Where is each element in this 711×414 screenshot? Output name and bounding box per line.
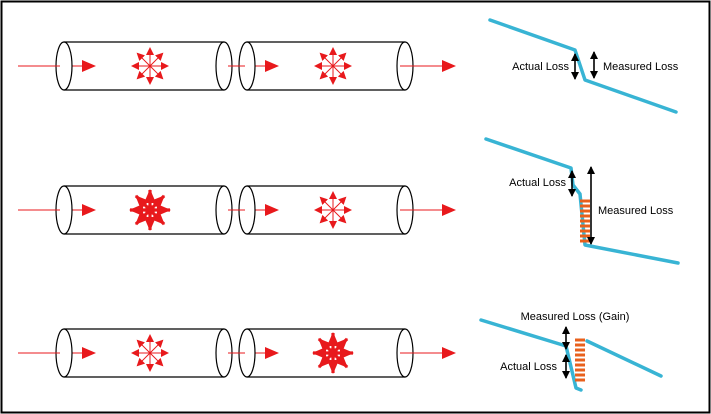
scatter-arrow — [136, 52, 151, 67]
scatter-arrow — [136, 65, 151, 80]
trace-row-3 — [479, 318, 583, 392]
scatter-arrow — [149, 339, 164, 354]
scatter-arrow — [332, 196, 347, 211]
actual-loss-label-3: Actual Loss — [500, 361, 557, 373]
fiber-left — [55, 185, 233, 235]
reflective-band-row-3 — [575, 338, 585, 382]
trace-row-1 — [488, 18, 678, 114]
scatter-arrow — [319, 196, 334, 211]
actual-loss-label-1: Actual Loss — [512, 61, 569, 73]
scatter-core — [328, 348, 338, 358]
scatter-arrow — [332, 209, 347, 224]
scatter-burst-high — [129, 189, 171, 231]
fiber-left — [55, 41, 233, 91]
measured-loss-label-1: Measured Loss — [603, 61, 679, 73]
scatter-burst-normal — [131, 47, 169, 85]
reflective-band-row-2 — [580, 199, 590, 243]
fiber-rows — [18, 41, 456, 378]
actual-loss-label-2: Actual Loss — [509, 177, 566, 189]
fiber-row-1 — [18, 41, 456, 91]
scatter-arrow — [332, 52, 347, 67]
trace-row-3-gain — [585, 339, 663, 378]
scatter-arrow — [319, 209, 334, 224]
scatter-burst-normal — [131, 334, 169, 372]
trace-row-2 — [484, 137, 680, 265]
scatter-arrow — [149, 352, 164, 367]
scatter-arrow — [136, 339, 151, 354]
scatter-burst-normal — [314, 191, 352, 229]
fiber-row-2 — [18, 185, 456, 235]
fiber-row-3 — [18, 328, 456, 378]
scatter-arrow — [149, 65, 164, 80]
fiber-left — [55, 328, 233, 378]
scatter-arrow — [332, 65, 347, 80]
measured-loss-label-2: Measured Loss — [598, 205, 674, 217]
scatter-core — [145, 205, 155, 215]
measured-loss-gain-label-3: Measured Loss (Gain) — [521, 311, 630, 323]
scatter-arrow — [319, 65, 334, 80]
scatter-arrow — [319, 52, 334, 67]
scatter-arrow — [136, 352, 151, 367]
scatter-burst-high — [312, 332, 354, 374]
scatter-burst-normal — [314, 47, 352, 85]
scatter-arrow — [149, 52, 164, 67]
